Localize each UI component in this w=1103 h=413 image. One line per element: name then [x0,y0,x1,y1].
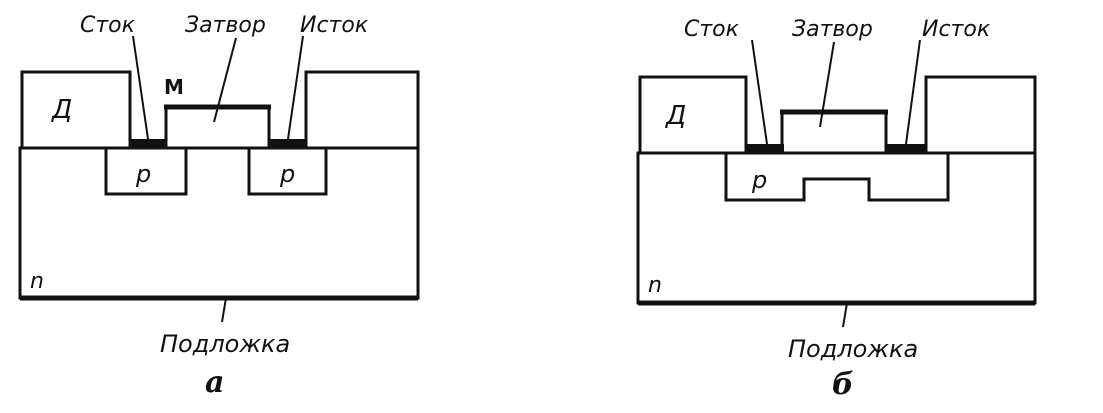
drain-contact-b [746,144,784,153]
dielectric-right-b [924,75,1037,155]
substrate-b [636,151,1037,305]
diagram-a: Сток Затвор Исток М Д p p n Подложка а [18,13,420,400]
dielectric-label-a: Д [51,95,72,125]
metal-label-a: М [164,75,184,99]
leader-drain-a [132,35,149,140]
source-contact-a [269,139,306,148]
drain-contact-a [130,139,166,148]
source-label-a: Исток [300,13,369,38]
diagram-b: Сток Затвор Исток Д p n Подложка б [636,17,1037,402]
drain-label-a: Сток [80,13,136,38]
substrate-a [18,146,420,300]
leader-gate-a [213,37,237,123]
p-region-b [724,153,950,202]
source-label-b: Исток [922,17,991,42]
leader-source-b [905,39,921,145]
drain-label-b: Сток [684,17,740,42]
dielectric-left-b [638,75,748,155]
gate-b [780,110,888,155]
dielectric-left-a [20,70,132,150]
source-contact-b [886,144,926,153]
dielectric-right-a [304,70,420,150]
caption-a: а [205,365,224,400]
substrate-label-a: Подложка [160,330,290,358]
p-label-left-a: p [135,160,151,188]
gate-label-a: Затвор [185,13,266,38]
leader-substrate-a [221,297,227,323]
substrate-type-b: n [648,273,662,298]
leader-drain-b [751,39,768,145]
dielectric-label-b: Д [665,101,686,131]
substrate-label-b: Подложка [788,335,918,363]
leader-gate-b [819,41,835,128]
leader-source-a [287,35,304,140]
leader-substrate-b [842,302,848,328]
caption-b: б [832,367,854,402]
substrate-type-a: n [30,269,44,294]
p-label-b: p [751,166,767,194]
gate-a [164,105,271,150]
gate-label-b: Затвор [792,17,873,42]
p-label-right-a: p [279,160,295,188]
